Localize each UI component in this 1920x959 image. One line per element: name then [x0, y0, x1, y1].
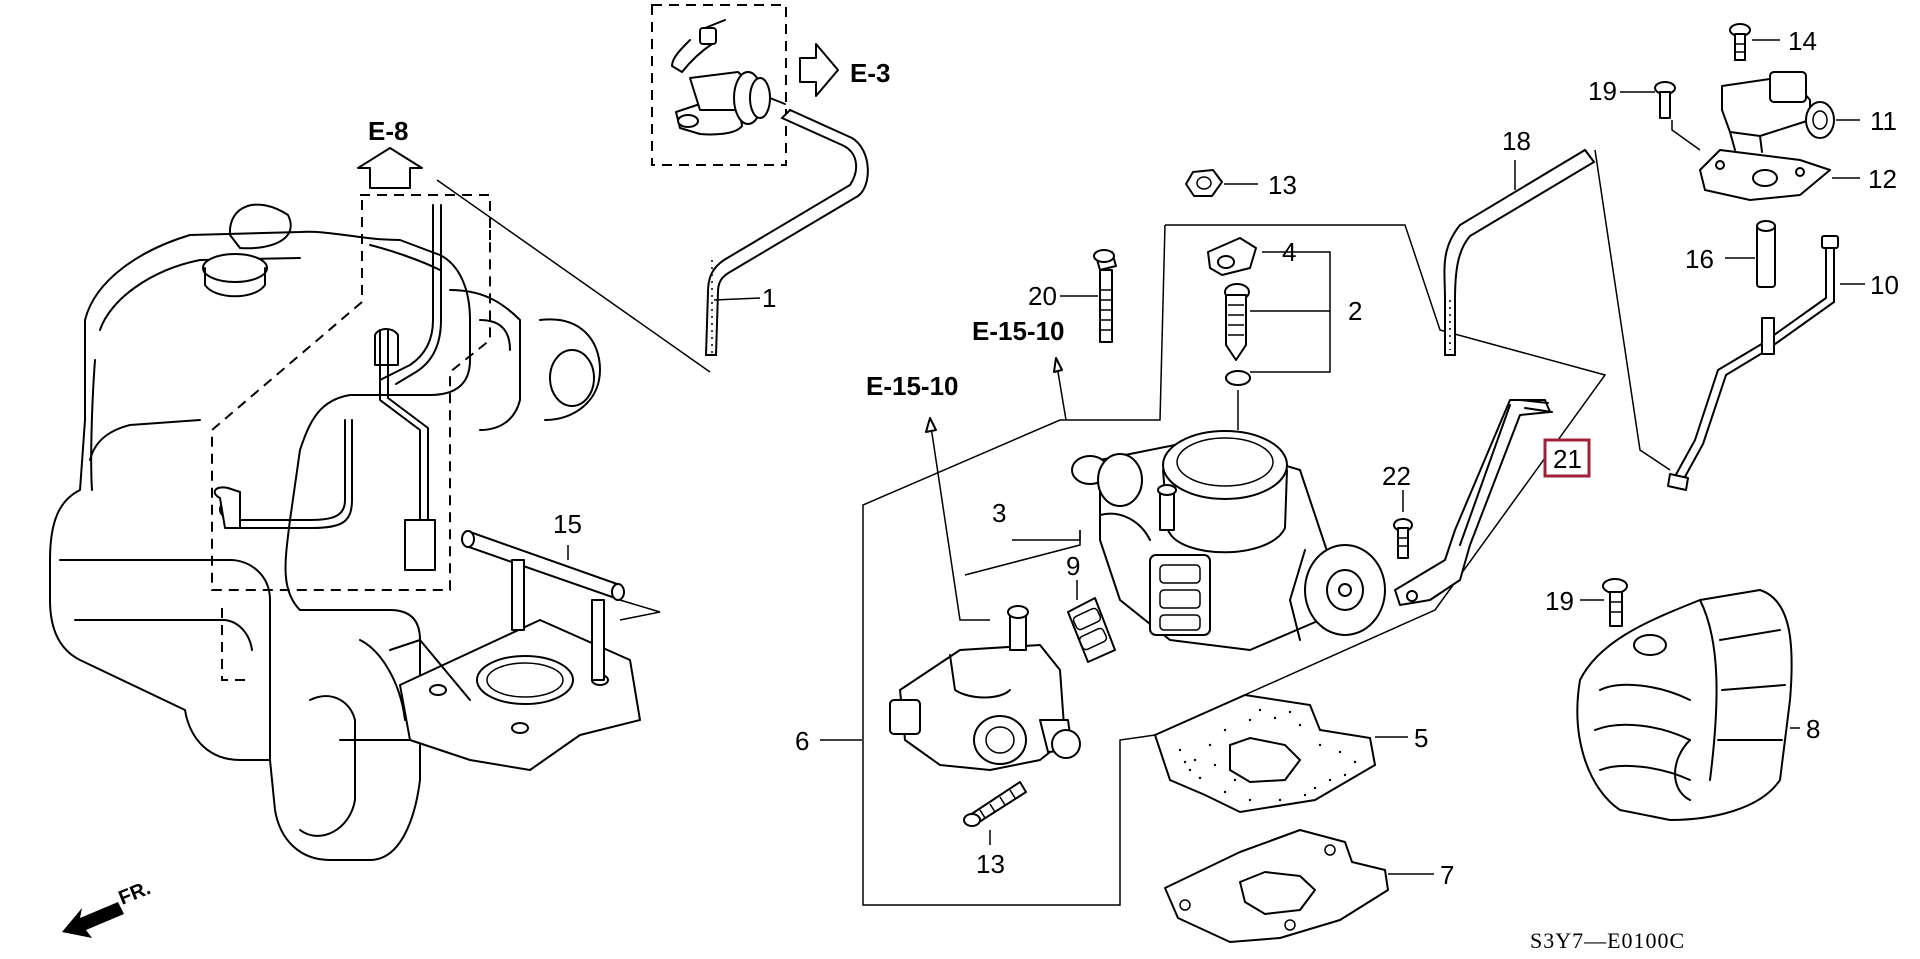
fuel-pressure-regulator [671, 19, 786, 136]
callout-15: 13 [1268, 170, 1297, 200]
dashed-leader [221, 608, 250, 681]
callout-20: 20 [1028, 281, 1057, 311]
arrowhead-b [925, 417, 937, 433]
part-16-hose [1756, 220, 1776, 288]
part-8-cover [1576, 589, 1793, 821]
part-12-bracket [1699, 149, 1831, 201]
leader-19-top-tail [1671, 120, 1701, 151]
part-15-nut [1185, 169, 1223, 197]
callout-4: 4 [1282, 237, 1296, 267]
leader-3-b [964, 530, 1081, 576]
vacuum-pipe-assembly [213, 204, 442, 571]
reference-e15-10-b-arrow [929, 419, 990, 621]
part-13-screw [963, 781, 1027, 827]
part-18-hose [1443, 148, 1596, 356]
front-direction-arrow: FR. [62, 877, 154, 938]
arrowhead-a [1053, 357, 1063, 373]
callout-10: 10 [1870, 270, 1899, 300]
hose-17 [461, 530, 625, 601]
part-2-adjusting-screw [1224, 283, 1251, 430]
callout-6: 6 [795, 726, 809, 756]
callout-13: 13 [976, 849, 1005, 879]
leader-line [436, 179, 711, 373]
reference-e15-10-b: E-15-10 [866, 371, 959, 401]
callout-21-highlight [1543, 438, 1591, 478]
group-outline [862, 224, 1607, 906]
leader-17-tail [619, 599, 661, 621]
reference-arrow-e8: E-8 [357, 116, 423, 189]
part-7-gasket [1164, 829, 1389, 943]
dashed-area-box [211, 200, 491, 591]
reference-e15-10-a: E-15-10 [972, 316, 1065, 346]
part-4-cap [1207, 237, 1257, 276]
dashed-area-e8 [360, 194, 491, 240]
throttle-mounting-flange [389, 559, 641, 771]
callout-5: 5 [1414, 723, 1428, 753]
part-9-gasket [1067, 597, 1116, 663]
callout-2: 2 [1348, 296, 1362, 326]
throttle-body [1071, 430, 1386, 651]
part-19-bolt-top [1654, 81, 1676, 119]
callout-14: 14 [1788, 26, 1817, 56]
callout-22: 22 [1382, 461, 1411, 491]
part-20-bolt [1093, 249, 1117, 343]
leader-4 [1250, 251, 1331, 373]
gasket-5-texture [1178, 708, 1357, 802]
callout-12: 12 [1868, 164, 1897, 194]
part-21-bracket [1394, 399, 1553, 606]
callout-17: 15 [553, 509, 582, 539]
callout-19-top: 19 [1588, 76, 1617, 106]
part-19-bolt-lower [1602, 578, 1628, 627]
reference-e8: E-8 [368, 116, 408, 146]
callout-8: 8 [1806, 714, 1820, 744]
part-10-pipe [1667, 235, 1839, 491]
regulator-dashed-box [651, 4, 787, 166]
reference-e3: E-3 [850, 58, 890, 88]
reference-arrow-e3: E-3 [799, 43, 890, 97]
callout-18: 18 [1502, 126, 1531, 156]
intake-manifold [49, 203, 601, 861]
callout-9: 9 [1066, 551, 1080, 581]
diagram-code: S3Y7—E0100C [1530, 928, 1685, 953]
part-11-solenoid [1721, 71, 1835, 153]
callout-1: 1 [762, 283, 776, 313]
part-5-gasket [1153, 693, 1377, 814]
callout-16: 16 [1685, 244, 1714, 274]
callout-21: 21 [1553, 444, 1582, 474]
part-22-bolt [1393, 518, 1413, 559]
leader-1 [713, 297, 761, 301]
callout-19-lower: 19 [1545, 586, 1574, 616]
front-label: FR. [116, 877, 154, 909]
callout-11: 11 [1870, 106, 1897, 136]
vacuum-hose-1 [704, 108, 869, 356]
callout-7: 7 [1440, 860, 1454, 890]
leader-3 [1012, 530, 1081, 541]
part-14-bolt [1729, 23, 1751, 61]
callout-3: 3 [992, 498, 1006, 528]
part-3-iacv [889, 605, 1081, 771]
leader-18-tail [1594, 149, 1671, 471]
